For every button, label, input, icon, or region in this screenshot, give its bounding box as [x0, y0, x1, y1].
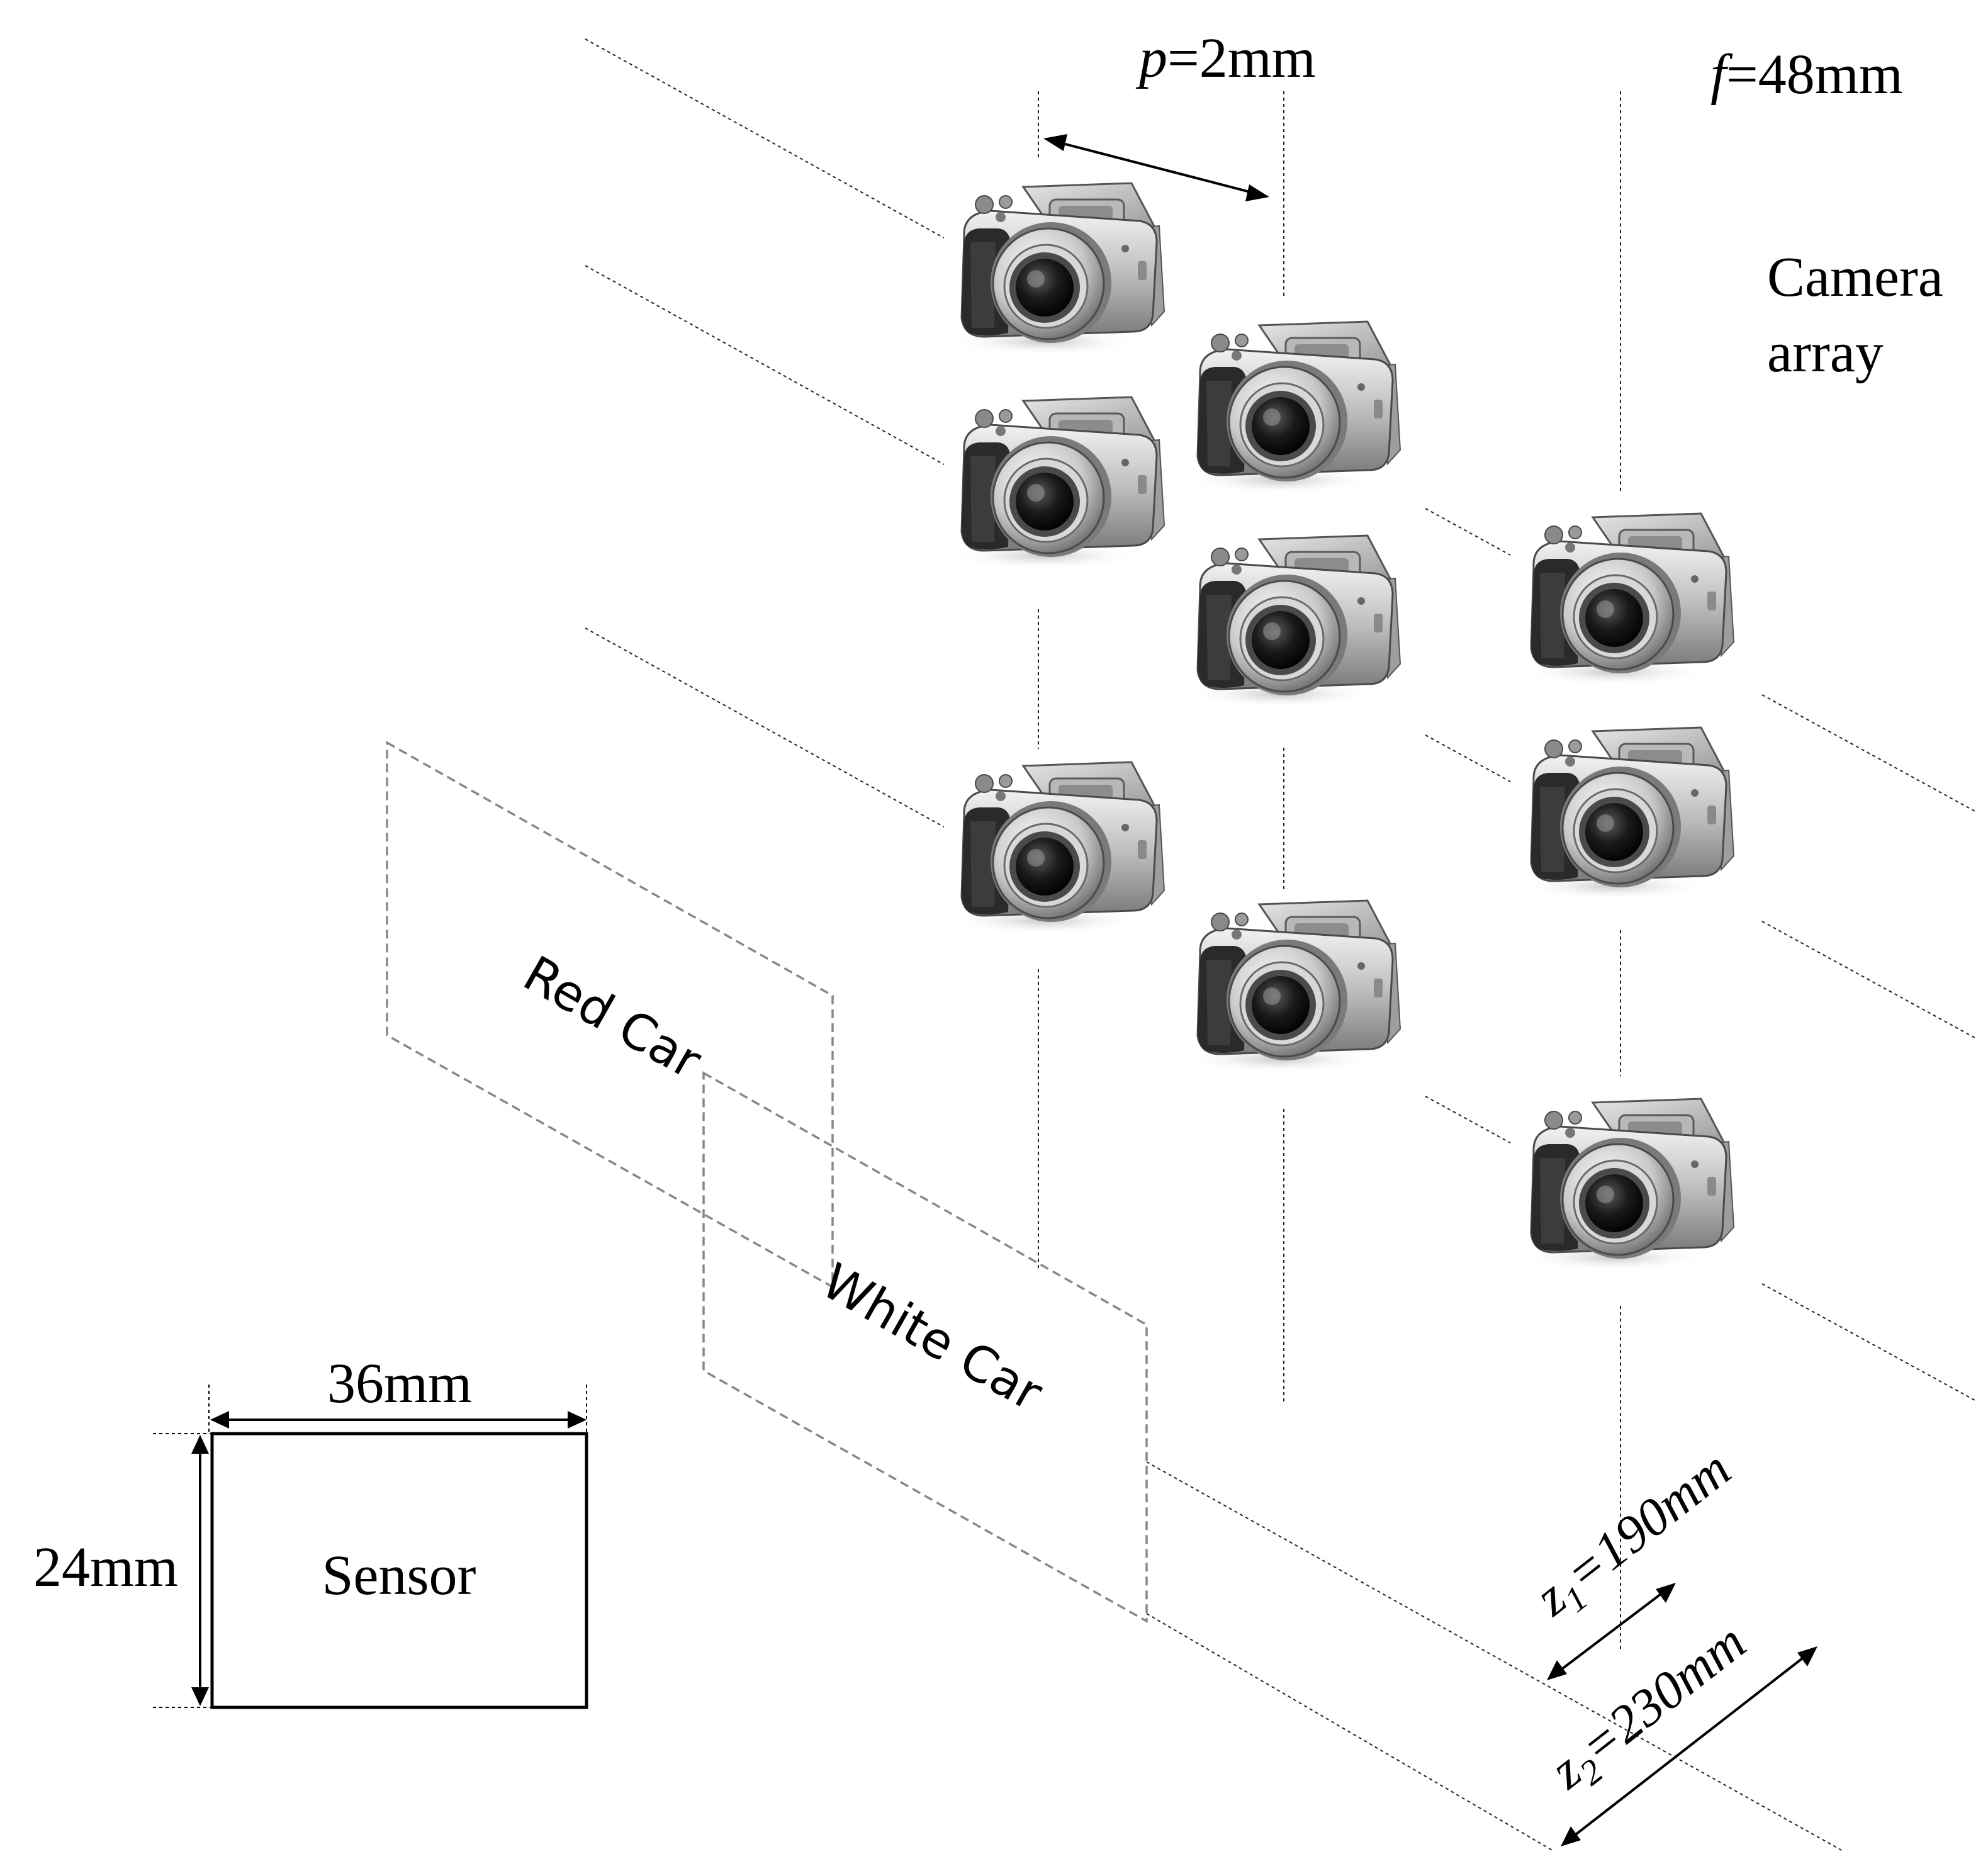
focal-length-label: f=48mm [1710, 43, 1903, 106]
camera-array-label-line1: Camera [1767, 246, 1943, 308]
white-car-plane: White Car [702, 1070, 1148, 1623]
z2-distance-dimension: z2=230mm [1539, 1612, 1817, 1846]
sensor-diagram: 36mm 24mm Sensor [33, 1352, 588, 1709]
digital-camera-icon [1185, 320, 1401, 495]
pitch-label: p=2mm [1135, 27, 1316, 89]
digital-camera-icon [1519, 726, 1735, 901]
digital-camera-icon [949, 761, 1165, 936]
digital-camera-icon [1185, 899, 1401, 1074]
digital-camera-icon [1519, 512, 1735, 687]
camera-array-label-line2: array [1767, 322, 1884, 384]
digital-camera-icon [1519, 1098, 1735, 1273]
sensor-label: Sensor [322, 1544, 476, 1607]
digital-camera-icon [949, 396, 1165, 571]
camera-array [949, 182, 1735, 1273]
optical-axis-guides [585, 38, 1977, 1852]
sensor-width-label: 36mm [327, 1352, 472, 1415]
red-car-plane: Red Car [386, 740, 834, 1289]
white-car-label: White Car [812, 1253, 1052, 1422]
red-car-label: Red Car [514, 945, 710, 1091]
digital-camera-icon [1185, 534, 1401, 709]
z1-label: z1=190mm [1524, 1439, 1746, 1633]
pitch-dimension: p=2mm [1043, 27, 1316, 201]
digital-camera-icon [949, 182, 1165, 357]
sensor-height-label: 24mm [33, 1536, 178, 1598]
sensor-rect [210, 1432, 588, 1709]
